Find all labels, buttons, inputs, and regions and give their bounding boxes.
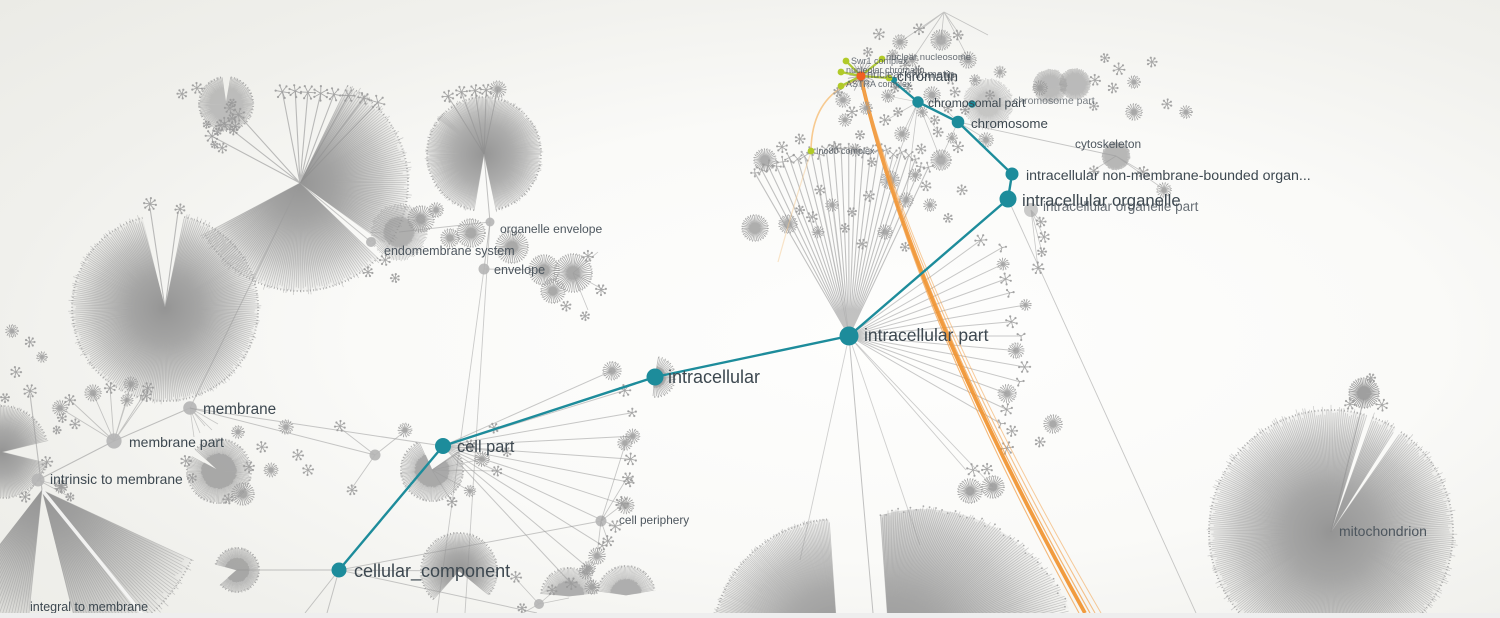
- svg-text:organelle envelope: organelle envelope: [500, 222, 602, 236]
- svg-text:nuclear nucleosome: nuclear nucleosome: [886, 52, 971, 63]
- svg-text:cytoskeleton: cytoskeleton: [1075, 137, 1141, 151]
- svg-text:membrane: membrane: [203, 401, 276, 418]
- svg-text:chromosomal part: chromosomal part: [928, 96, 1026, 110]
- svg-text:Ino80 complex: Ino80 complex: [816, 146, 875, 156]
- svg-text:intracellular: intracellular: [668, 367, 760, 387]
- svg-text:cellular_component: cellular_component: [354, 561, 510, 582]
- svg-text:intracellular non-membrane-bou: intracellular non-membrane-bounded organ…: [1026, 168, 1311, 184]
- svg-text:chromosome: chromosome: [971, 116, 1048, 131]
- svg-text:envelope: envelope: [494, 263, 545, 277]
- svg-text:membrane part: membrane part: [129, 434, 224, 450]
- svg-text:cell part: cell part: [457, 438, 515, 456]
- svg-text:intracellular part: intracellular part: [864, 325, 989, 345]
- svg-text:mitochondrion: mitochondrion: [1339, 523, 1427, 539]
- svg-text:intrinsic to membrane: intrinsic to membrane: [50, 471, 183, 487]
- svg-text:intracellular organelle: intracellular organelle: [1022, 191, 1181, 210]
- svg-text:ASTRA complex: ASTRA complex: [846, 79, 912, 89]
- svg-text:chromatin: chromatin: [897, 68, 958, 84]
- svg-text:cell periphery: cell periphery: [619, 513, 689, 527]
- svg-text:integral to membrane: integral to membrane: [30, 600, 148, 613]
- svg-text:nuclear chromatin: nuclear chromatin: [867, 69, 954, 81]
- svg-text:intracellular organelle part: intracellular organelle part: [1043, 199, 1199, 214]
- svg-text:Swr1 complex: Swr1 complex: [851, 56, 908, 66]
- svg-text:nucleolar chromatin: nucleolar chromatin: [846, 65, 925, 75]
- svg-text:chromosome part: chromosome part: [1013, 95, 1095, 107]
- svg-text:endomembrane system: endomembrane system: [384, 244, 515, 258]
